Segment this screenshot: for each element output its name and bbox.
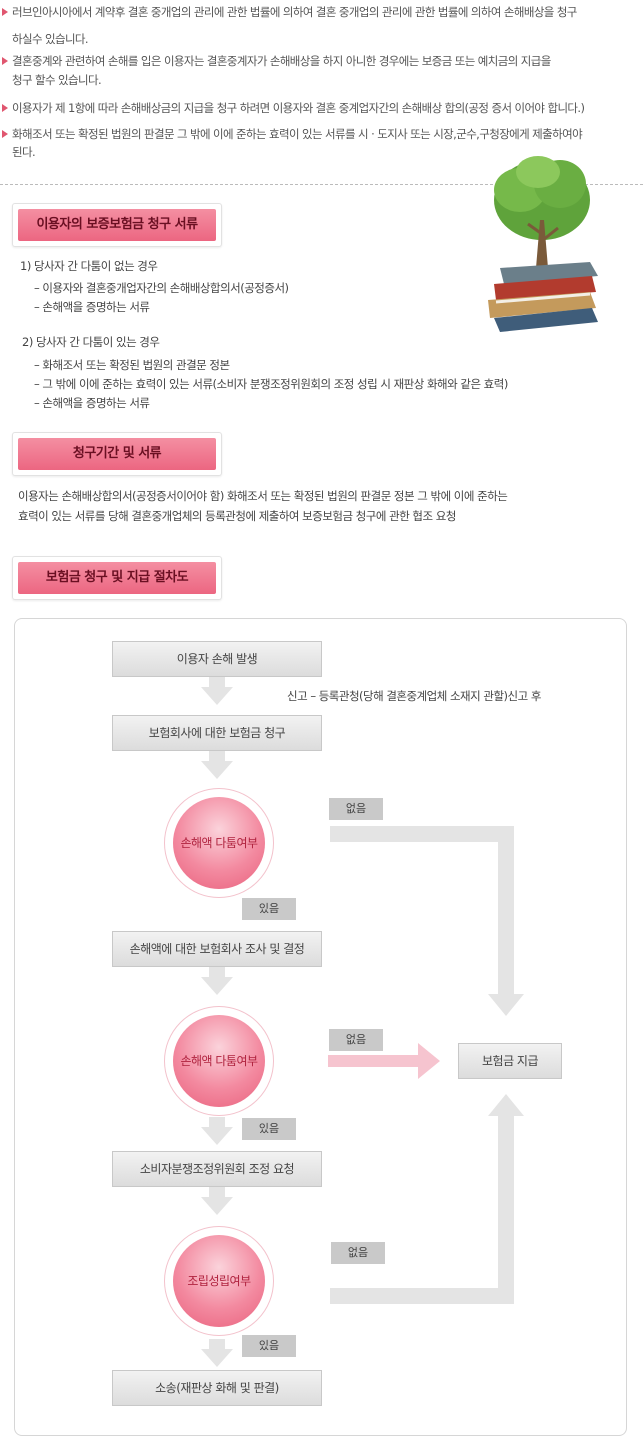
note-4: 화해조서 또는 확정된 법원의 판결문 그 밖에 이에 준하는 효력이 있는 서… xyxy=(2,124,638,144)
case1-item: – 손해액을 증명하는 서류 xyxy=(34,300,150,314)
case2-title: 2) 당사자 간 다툼이 있는 경우 xyxy=(22,335,160,349)
decision-dispute-1: 손해액 다툼여부 xyxy=(164,788,274,898)
section-title: 이용자의 보증보험금 청구 서류 xyxy=(18,209,216,241)
down-arrow-icon xyxy=(201,751,233,779)
bullet-arrow-icon xyxy=(2,8,8,16)
yes-tag: 있음 xyxy=(242,1118,296,1140)
step-insurance-claim: 보험회사에 대한 보험금 청구 xyxy=(112,715,322,751)
yes-tag: 있음 xyxy=(242,1335,296,1357)
bullet-arrow-icon xyxy=(2,130,8,138)
down-arrow-icon xyxy=(201,1339,233,1367)
note-2: 결혼중계와 관련하여 손해를 입은 이용자는 결혼중계자가 손해배상을 하지 아… xyxy=(2,51,638,71)
note-3: 이용자가 제 1항에 따라 손해배상금의 지급을 청구 하려면 이용자와 결혼 … xyxy=(2,98,638,118)
flowchart-panel xyxy=(14,618,627,1436)
bullet-arrow-icon xyxy=(2,57,8,65)
section2-body-line: 효력이 있는 서류를 당해 결혼중개업체의 등록관청에 제출하여 보증보험금 청… xyxy=(18,509,456,523)
divider xyxy=(0,184,643,185)
no-tag: 없음 xyxy=(331,1242,385,1264)
yes-tag: 있음 xyxy=(242,898,296,920)
step-mediation-request: 소비자분쟁조정위원회 조정 요청 xyxy=(112,1151,322,1187)
case1-item: – 이용자와 결혼중개업자간의 손해배상합의서(공정증서) xyxy=(34,281,289,295)
note-2-cont: 청구 할수 있습니다. xyxy=(12,73,102,87)
section-title: 청구기간 및 서류 xyxy=(18,438,216,470)
case2-item: – 손해액을 증명하는 서류 xyxy=(34,396,150,410)
section-header-claim-period: 청구기간 및 서류 xyxy=(12,432,222,476)
step-damage-occurred: 이용자 손해 발생 xyxy=(112,641,322,677)
step-lawsuit: 소송(재판상 화해 및 판결) xyxy=(112,1370,322,1406)
decision-label: 손해액 다툼여부 xyxy=(173,797,265,889)
section-header-procedure: 보험금 청구 및 지급 절차도 xyxy=(12,556,222,600)
elbow-arrow-down xyxy=(330,826,524,1016)
case2-item: – 화해조서 또는 확정된 법원의 관결문 정본 xyxy=(34,358,230,372)
pink-arrow-right xyxy=(328,1043,440,1079)
no-tag: 없음 xyxy=(329,798,383,820)
decision-label: 손해액 다툼여부 xyxy=(173,1015,265,1107)
step1-report-note: 신고 – 등록관청(당해 결혼중계업체 소재지 관할)신고 후 xyxy=(287,689,541,703)
section2-body-line: 이용자는 손해배상합의서(공정증서이어야 함) 화해조서 또는 확정된 법원의 … xyxy=(18,489,508,503)
down-arrow-icon xyxy=(201,1187,233,1215)
note-1: 러브인아시아에서 계약후 결혼 중개업의 관리에 관한 법률에 의하여 결혼 중… xyxy=(2,2,638,22)
elbow-arrow-up xyxy=(330,1094,524,1304)
tree-books-illustration xyxy=(488,156,598,332)
decision-mediation: 조립성립여부 xyxy=(164,1226,274,1336)
case1-title: 1) 당사자 간 다툼이 없는 경우 xyxy=(20,259,158,273)
section-title: 보험금 청구 및 지급 절차도 xyxy=(18,562,216,594)
down-arrow-icon xyxy=(201,967,233,995)
note-1-cont: 하실수 있습니다. xyxy=(12,32,89,46)
payout-box: 보험금 지급 xyxy=(458,1043,562,1079)
section-header-claim-documents: 이용자의 보증보험금 청구 서류 xyxy=(12,203,222,247)
bullet-arrow-icon xyxy=(2,104,8,112)
step-insurer-investigation: 손해액에 대한 보험회사 조사 및 결정 xyxy=(112,931,322,967)
case2-item: – 그 밖에 이에 준하는 효력이 있는 서류(소비자 분쟁조정위원회의 조정 … xyxy=(34,377,508,391)
down-arrow-icon xyxy=(201,1117,233,1145)
down-arrow-icon xyxy=(201,677,233,705)
note-4-cont: 된다. xyxy=(12,145,36,159)
decision-label: 조립성립여부 xyxy=(173,1235,265,1327)
decision-dispute-2: 손해액 다툼여부 xyxy=(164,1006,274,1116)
no-tag: 없음 xyxy=(329,1029,383,1051)
